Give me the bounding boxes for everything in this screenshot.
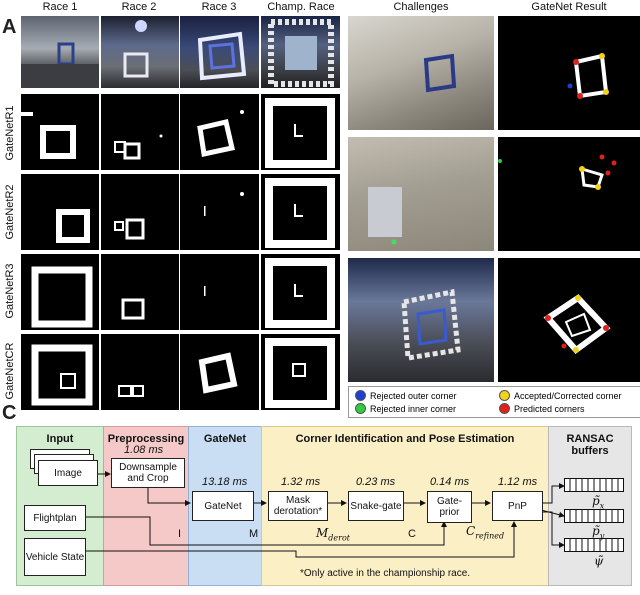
- mask-r2-race3: [180, 174, 259, 250]
- legend-label: Accepted/Corrected corner: [514, 390, 622, 401]
- legend-item-accepted: Accepted/Corrected corner: [499, 390, 622, 401]
- buffer-label-psi-main: ψ̃: [594, 554, 604, 568]
- race-3-photo: [180, 16, 259, 88]
- legend-item-rejected-outer: Rejected outer corner: [355, 390, 457, 401]
- signal-c-refined-main: C: [466, 524, 476, 538]
- ransac-buffer-px: [564, 478, 624, 492]
- gatenet-result-2: [498, 137, 640, 251]
- timing-gatenet: 13.18 ms: [202, 476, 248, 488]
- challenge-photo-2: [348, 137, 494, 251]
- race-1-photo: [21, 16, 99, 88]
- column-header-challenges: Challenges: [393, 1, 449, 13]
- mask-r2-race1: [21, 174, 99, 250]
- mask-r3-race1: [21, 254, 99, 330]
- image-box: Image: [38, 460, 98, 486]
- race-2-gate: [123, 20, 149, 78]
- race-1-gate: [21, 42, 99, 88]
- column-header-champ-race: Champ. Race: [267, 1, 335, 13]
- gatenet-result-1: [498, 16, 640, 130]
- stage-title-gatenet: GateNet: [203, 433, 247, 445]
- mask-r2-race2: [101, 174, 179, 250]
- legend-label: Rejected outer corner: [370, 390, 457, 401]
- stage-title-preprocessing: Preprocessing: [107, 433, 185, 445]
- buffer-label-px: p̃x: [592, 494, 604, 510]
- timing-downsample: 1.08 ms: [124, 444, 164, 456]
- race-2-photo: [101, 16, 179, 88]
- panel-c-letter: C: [2, 402, 17, 424]
- mask-r3-race2: [101, 254, 179, 330]
- signal-c: C: [408, 528, 416, 540]
- timing-pnp: 1.12 ms: [498, 476, 538, 488]
- signal-i: I: [178, 528, 182, 540]
- signal-m-derot: Mderot: [316, 526, 350, 542]
- timing-gateprior: 0.14 ms: [430, 476, 470, 488]
- mask-r1-race3: [180, 94, 259, 170]
- panel-a-letter: A: [2, 16, 17, 38]
- ransac-buffer-py: [564, 509, 624, 523]
- gatenet-box: GateNet: [192, 491, 254, 521]
- mask-r4-race3: [180, 334, 259, 410]
- legend-label: Predicted corners: [514, 403, 585, 414]
- legend-item-predicted: Predicted corners: [499, 403, 585, 414]
- mask-r4-champ: [261, 334, 340, 410]
- stage-title-corner-identification: Corner Identification and Pose Estimatio…: [295, 433, 515, 445]
- column-header-race-3: Race 3: [201, 1, 237, 13]
- legend-swatch-green: [355, 403, 366, 414]
- mask-r3-race3: [180, 254, 259, 330]
- snake-gate-box: Snake-gate: [348, 491, 404, 521]
- mask-r1-race2: [101, 94, 179, 170]
- mask-derotation-box: Mask derotation*: [268, 491, 328, 521]
- champ-race-gate: [268, 19, 334, 87]
- mask-r3-champ: [261, 254, 340, 330]
- buffer-label-py: p̃y: [592, 524, 604, 540]
- signal-m-derot-main: M: [316, 526, 329, 540]
- signal-c-refined-sub: refined: [475, 531, 505, 541]
- timing-mask: 1.32 ms: [281, 476, 321, 488]
- buffer-label-py-sub: y: [599, 531, 605, 541]
- buffer-label-py-main: p̃: [592, 524, 600, 538]
- legend: Rejected outer corner Accepted/Corrected…: [348, 386, 640, 418]
- column-header-race-2: Race 2: [121, 1, 157, 13]
- column-header-gatenet-result: GateNet Result: [531, 1, 607, 13]
- signal-c-refined: Crefined: [466, 524, 504, 540]
- champ-race-photo: [261, 16, 340, 88]
- signal-m: M: [249, 528, 259, 540]
- buffer-label-px-sub: x: [599, 501, 605, 511]
- downsample-crop-box: Downsample and Crop: [111, 458, 185, 488]
- legend-swatch-yellow: [499, 390, 510, 401]
- ransac-buffer-psi: [564, 538, 624, 552]
- mask-r2-champ: [261, 174, 340, 250]
- stage-ransac: RANSAC buffers: [548, 426, 632, 586]
- challenge-photo-1: [348, 16, 494, 130]
- buffer-label-psi: ψ̃: [594, 554, 603, 568]
- stage-title-input: Input: [46, 433, 74, 445]
- mask-r1-champ: [261, 94, 340, 170]
- footnote: *Only active in the championship race.: [300, 568, 471, 579]
- timing-snake: 0.23 ms: [356, 476, 396, 488]
- challenge-photo-3: [348, 258, 494, 382]
- pnp-box: PnP: [492, 491, 543, 521]
- stage-preprocessing: Preprocessing: [103, 426, 189, 586]
- legend-swatch-red: [499, 403, 510, 414]
- mask-r4-race2: [101, 334, 179, 410]
- vehicle-state-box: Vehicle State: [24, 538, 86, 576]
- mask-r1-race1: [21, 94, 99, 170]
- column-header-race-1: Race 1: [42, 1, 78, 13]
- race-3-gate: [197, 31, 247, 81]
- legend-swatch-blue: [355, 390, 366, 401]
- legend-item-rejected-inner: Rejected inner corner: [355, 403, 456, 414]
- gatenet-result-3: [498, 258, 640, 382]
- stage-title-ransac: RANSAC buffers: [566, 433, 614, 457]
- signal-m-derot-sub: derot: [328, 533, 351, 543]
- legend-label: Rejected inner corner: [370, 403, 457, 414]
- buffer-label-px-main: p̃: [592, 494, 600, 508]
- flightplan-box: Flightplan: [24, 505, 86, 531]
- gate-prior-box: Gate-prior: [427, 491, 472, 523]
- mask-r4-race1: [21, 334, 99, 410]
